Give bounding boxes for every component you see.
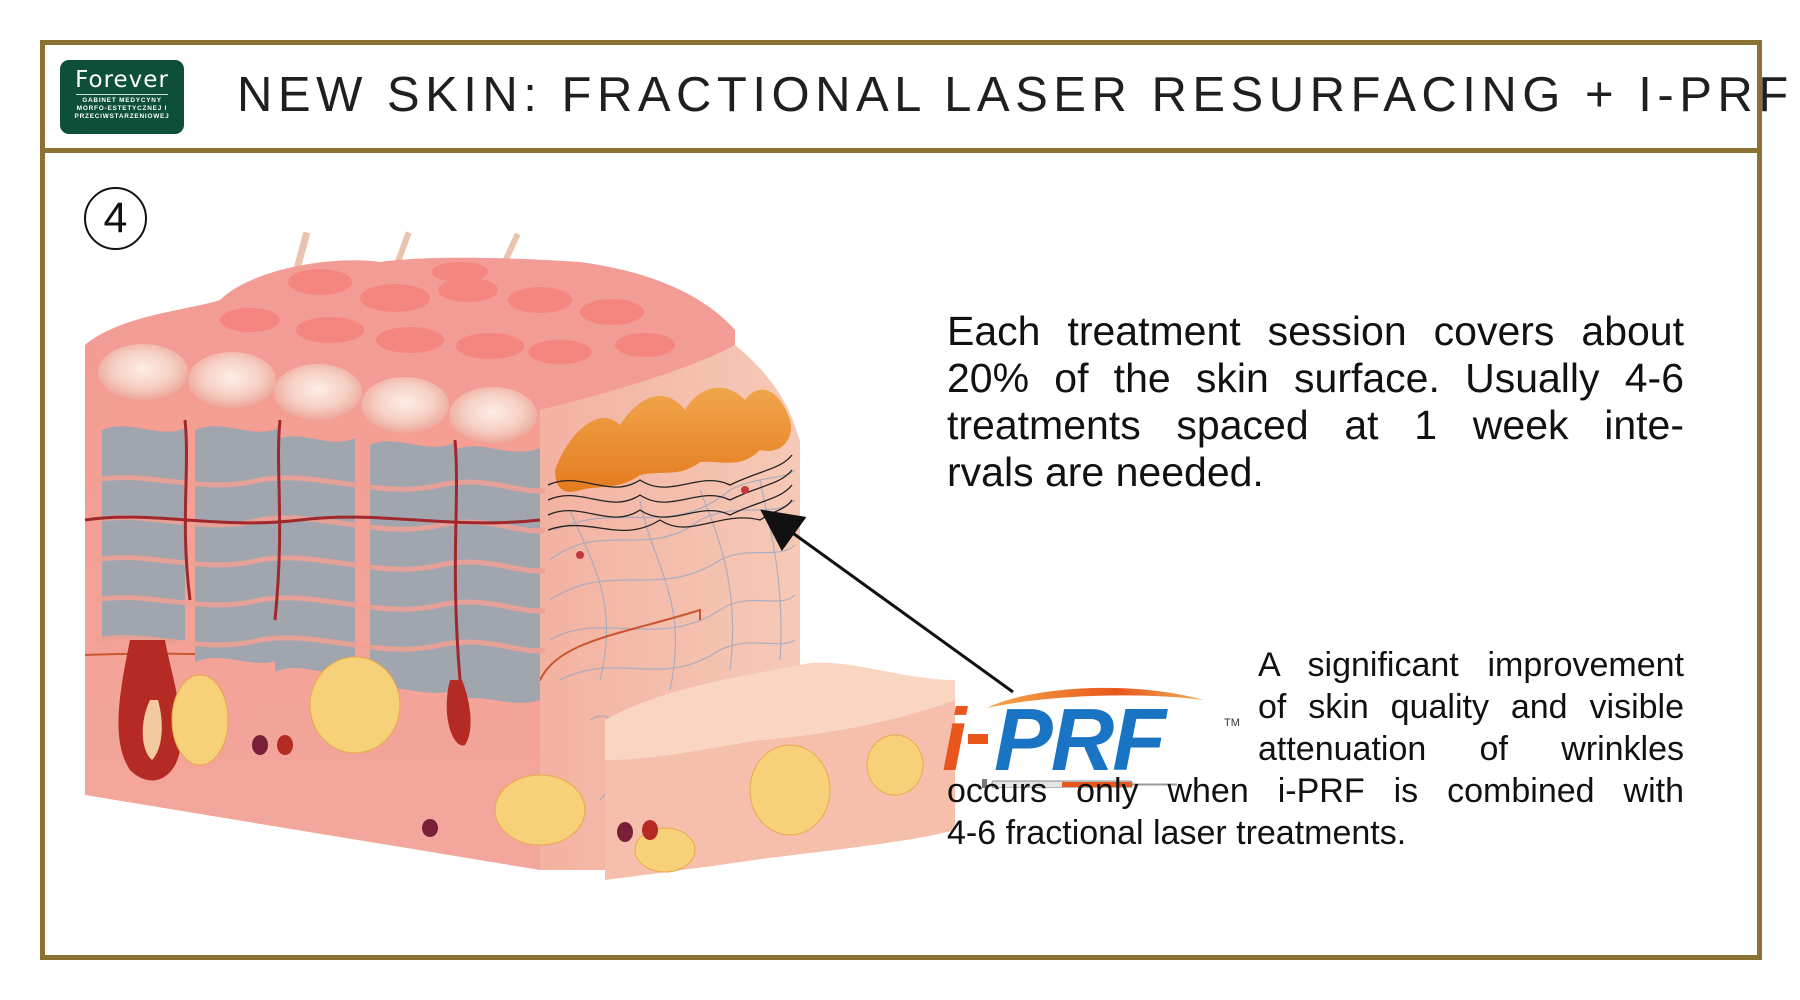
- diagram-frame: Forever GABINET MEDYCYNY MORFO-ESTETYCZN…: [40, 40, 1788, 960]
- session-text-line-1: Each treatment session covers about: [947, 308, 1684, 354]
- improvement-text-line-1: A significant improvement: [1258, 646, 1684, 684]
- iprf-trademark: TM: [1224, 717, 1240, 729]
- pointer-arrow: [760, 509, 1014, 694]
- logo-divider: [76, 94, 168, 95]
- gland: [446, 680, 471, 746]
- session-text-line-4: rvals are needed.: [947, 449, 1264, 495]
- iprf-logo: i PRF TM: [942, 648, 1242, 790]
- logo-subtitle-3: PRZECIWSTARZENIOWEJ: [74, 113, 170, 120]
- cell-dots: [252, 486, 749, 842]
- treated-epidermis-wave: [555, 387, 791, 492]
- blood-vessels: [84, 419, 541, 681]
- improvement-text: A significant improvement of skin qualit…: [947, 644, 1684, 854]
- session-text-line-3: treatments spaced at 1 week inte-: [947, 402, 1684, 448]
- treatment-session-text: Each treatment session covers about 20% …: [947, 308, 1684, 496]
- skin-lower-slab-top: [605, 662, 955, 760]
- improvement-text-line-2: of skin quality and visible: [1258, 688, 1684, 726]
- iprf-brand-i: i: [942, 690, 968, 788]
- header-bar: Forever GABINET MEDYCYNY MORFO-ESTETYCZN…: [45, 45, 1788, 153]
- improvement-text-line-3: attenuation of wrinkles: [1258, 730, 1684, 768]
- logo-name: Forever: [75, 67, 169, 93]
- logo-subtitle-1: GABINET MEDYCYNY: [82, 97, 162, 104]
- step-number-badge: 4: [84, 187, 147, 250]
- page-title: NEW SKIN: FRACTIONAL LASER RESURFACING +…: [237, 68, 1794, 122]
- improvement-text-line-5: 4-6 fractional laser treatments.: [947, 814, 1407, 852]
- epidermis-bumps: [98, 344, 537, 443]
- session-text-line-2: 20% of the skin surface. Usually 4-6: [947, 355, 1684, 401]
- fat-clusters: [171, 656, 924, 873]
- improvement-text-line-4: occurs only when i-PRF is combined with: [947, 772, 1684, 810]
- logo-subtitle-2: MORFO-ESTETYCZNEJ I: [76, 105, 168, 112]
- iprf-swoosh: [987, 687, 1204, 708]
- surface-spots: [220, 262, 675, 364]
- collagen-fibers: [549, 469, 796, 801]
- iprf-brand-prf: PRF: [994, 690, 1168, 788]
- forever-logo: Forever GABINET MEDYCYNY MORFO-ESTETYCZN…: [60, 60, 184, 134]
